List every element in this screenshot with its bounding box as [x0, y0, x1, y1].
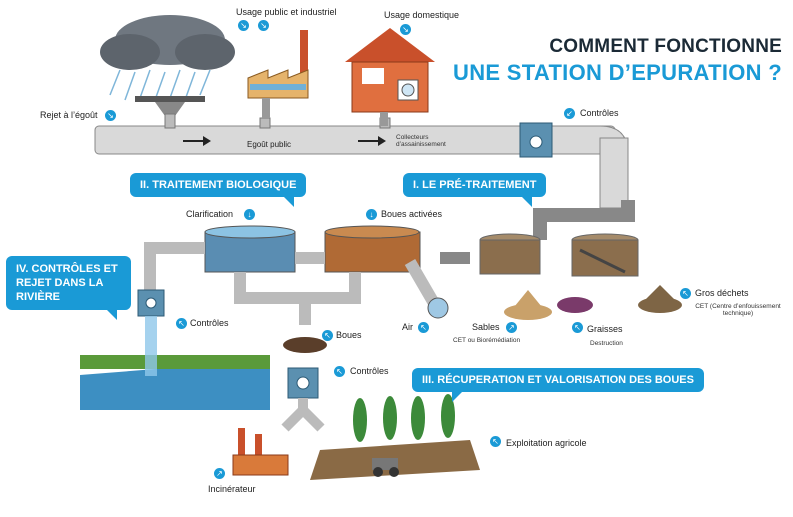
title-line-1: COMMENT FONCTIONNE — [549, 36, 782, 57]
label-graisses-sub: Destruction — [590, 340, 623, 347]
arrow-icon: ↓ — [244, 209, 255, 220]
arrow-icon: ↘ — [258, 20, 269, 31]
label-sables: Sables — [472, 322, 500, 332]
arrow-icon: ↙ — [564, 108, 575, 119]
farm-field-icon — [310, 394, 480, 480]
label-graisses: Graisses — [587, 324, 623, 334]
label-gros-dechets-sub: CET (Centre d’enfouissement technique) — [695, 303, 781, 317]
factory-icon — [247, 30, 309, 118]
label-controles-mid: Contrôles — [350, 366, 389, 376]
arrow-icon: ↖ — [572, 322, 583, 333]
arrow-icon: ↘ — [105, 110, 116, 121]
label-controles-left: Contrôles — [190, 318, 229, 328]
label-incinerateur: Incinérateur — [208, 484, 256, 494]
arrow-icon: ↖ — [176, 318, 187, 329]
callout-recuperation-boues: III. RÉCUPERATION ET VALORISATION DES BO… — [412, 368, 704, 402]
label-boues: Boues — [336, 330, 362, 340]
label-air: Air — [402, 322, 413, 332]
arrow-icon: ↖ — [322, 330, 333, 341]
incinerator-icon — [232, 428, 289, 476]
label-clarification: Clarification — [186, 209, 234, 219]
arrow-icon: ↘ — [238, 20, 249, 31]
label-gros-dechets: Gros déchets — [695, 288, 749, 298]
callout-controles-riviere: IV. CONTRÔLES ET REJET DANS LA RIVIÈRE — [6, 256, 131, 320]
label-egout-public: Egoût public — [247, 140, 292, 149]
callout-traitement-biologique: II. TRAITEMENT BIOLOGIQUE — [130, 173, 307, 207]
arrow-icon: ↓ — [366, 209, 377, 220]
biological-tanks — [137, 225, 449, 353]
arrow-icon: ↖ — [490, 436, 501, 447]
arrow-icon: ↖ — [418, 322, 429, 333]
pretreatment-basins — [440, 200, 639, 277]
arrow-icon: ↖ — [680, 288, 691, 299]
title-line-2: UNE STATION D’EPURATION ? — [453, 60, 782, 85]
house-icon — [345, 28, 435, 126]
label-rejet-egout: Rejet à l’égoût — [40, 110, 98, 120]
label-boues-activees: Boues activées — [381, 209, 443, 219]
arrow-icon: ↘ — [400, 24, 411, 35]
label-usage-public: Usage public et industriel — [236, 7, 337, 17]
callout-pretraitement: I. LE PRÉ-TRAITEMENT — [403, 173, 547, 207]
arrow-icon: ↗ — [214, 468, 225, 479]
river-icon — [80, 316, 270, 410]
label-exploitation: Exploitation agricole — [506, 438, 587, 448]
arrow-icon: ↖ — [334, 366, 345, 377]
arrow-icon: ↗ — [506, 322, 517, 333]
label-sables-sub: CET ou Biorémédiation — [453, 337, 521, 344]
label-collecteurs: Collecteurs d’assainissement — [396, 134, 446, 148]
rain-cloud-icon — [100, 15, 235, 116]
label-controles-top: Contrôles — [580, 108, 619, 118]
label-usage-domestique: Usage domestique — [384, 10, 460, 20]
sludge-control-icon — [281, 367, 325, 432]
sewer-pipe — [94, 113, 629, 209]
